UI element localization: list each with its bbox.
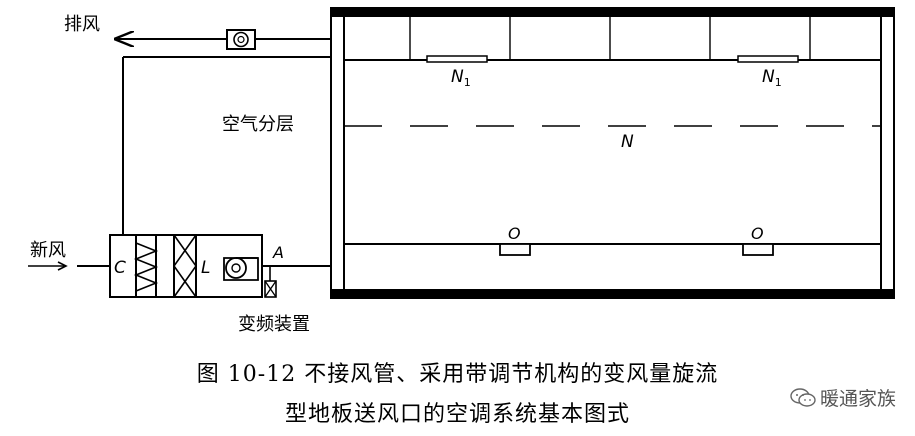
ceiling-joists (409, 17, 811, 60)
point-c-label: C (114, 258, 126, 278)
room-ceiling-slab (330, 7, 895, 17)
line-n-label: N (621, 132, 634, 152)
exhaust-label: 排风 (64, 14, 100, 35)
vfd-label: 变频装置 (238, 314, 310, 335)
exhaust-fan-icon (226, 29, 256, 50)
point-a-label: A (272, 243, 284, 262)
exhaust-grille-left (426, 55, 488, 63)
exhaust-grille-right (737, 55, 799, 63)
floor-outlet-right (742, 243, 774, 256)
fresh-air-arrow-icon (28, 261, 68, 271)
fan-icon (223, 257, 259, 281)
figure-caption-line-2: 型地板送风口的空调系统基本图式 (284, 402, 630, 427)
ductwork (77, 39, 331, 267)
outlet-o-right-label: O (751, 224, 764, 243)
fresh-air-label: 新风 (30, 240, 66, 261)
floor-outlet-left (499, 243, 531, 256)
outlet-o-left-label: O (508, 224, 521, 243)
wechat-icon (790, 387, 816, 407)
vfd-icon (264, 266, 277, 298)
outlet-n1-right-label: N1 (762, 67, 782, 89)
coil-icon (173, 234, 197, 298)
point-l-label: L (201, 258, 210, 278)
room (330, 7, 895, 299)
room-floor-slab (330, 289, 895, 299)
figure-caption-line-1: 图 10-12 不接风管、采用带调节机构的变风量旋流 (196, 362, 719, 387)
watermark-text: 暖通家族 (820, 388, 897, 410)
filter-icon (135, 234, 157, 298)
air-handling-unit (109, 234, 263, 298)
watermark: 暖通家族 (790, 384, 896, 411)
outlet-n1-left-label: N1 (451, 67, 471, 89)
stratification-label: 空气分层 (222, 114, 294, 135)
